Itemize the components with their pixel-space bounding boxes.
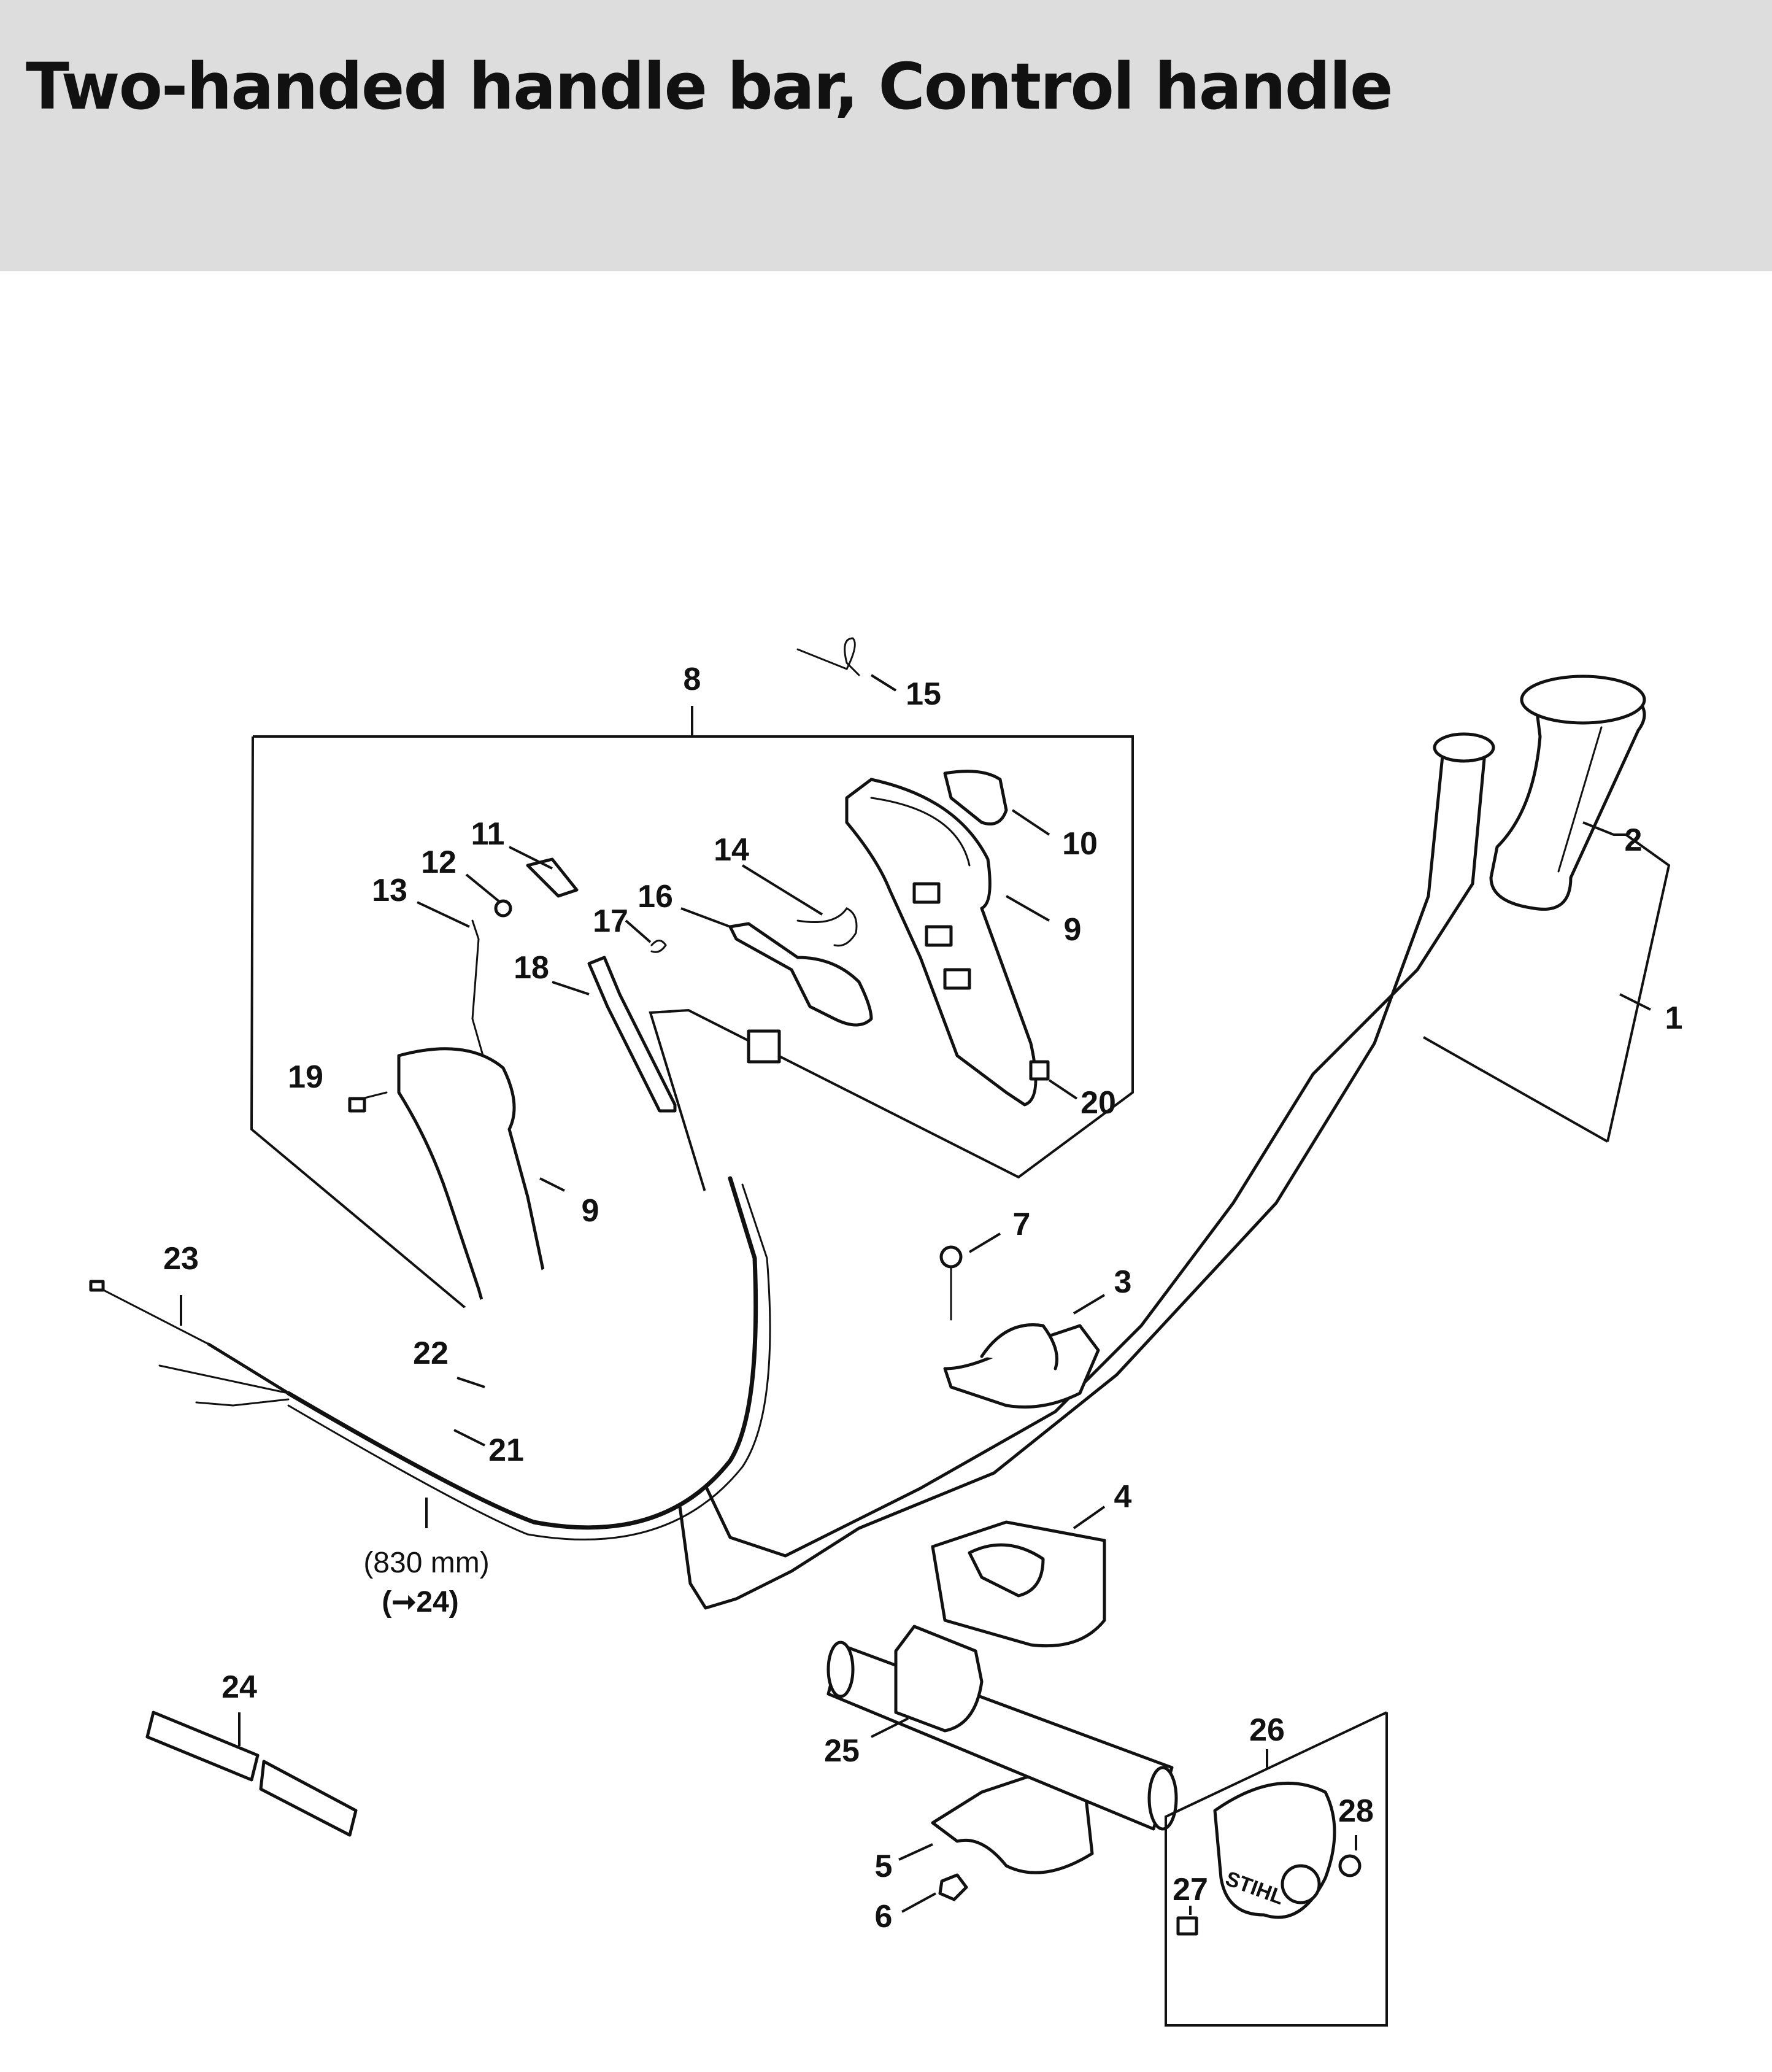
spring-part: [796, 637, 860, 676]
clamp-bottom: [931, 1772, 1094, 1874]
callout-3: 3: [1114, 1264, 1132, 1300]
header-bar: Two-handed handle bar, Control handle: [0, 0, 1772, 271]
screw-19: [348, 1097, 366, 1113]
clamp-lower-block: [931, 1520, 1106, 1648]
lever-part: [587, 956, 677, 1113]
callout-18: 18: [514, 950, 549, 986]
callout-24: 24: [222, 1669, 257, 1705]
callout-5: 5: [875, 1849, 893, 1884]
callout-17: 17: [593, 903, 628, 939]
grip-part: [1489, 675, 1646, 911]
callout-8: 8: [684, 662, 701, 697]
housing-half-right: [845, 778, 1038, 1107]
nut-part: [1029, 1060, 1050, 1081]
callout-23: 23: [163, 1241, 199, 1277]
clamp-upper: [943, 1323, 1100, 1409]
callout-9-left: 9: [582, 1193, 599, 1229]
tube-end-top: [1433, 732, 1495, 763]
callout-12: 12: [421, 845, 456, 880]
callout-11: 11: [471, 816, 505, 852]
switch-part: [747, 1029, 781, 1064]
mount-frame: STIHL: [1165, 1711, 1388, 2027]
callout-21: 21: [488, 1432, 524, 1468]
cable-harness: [89, 1176, 771, 1540]
callout-15: 15: [906, 676, 941, 712]
torsion-spring: [796, 907, 858, 947]
screw-12: [494, 899, 512, 918]
callout-26: 26: [1249, 1712, 1285, 1748]
callout-leaders: [180, 674, 1671, 1915]
callout-7: 7: [1013, 1207, 1031, 1242]
slide-part: [526, 857, 579, 898]
callout-28: 28: [1338, 1793, 1374, 1829]
nut-28: [1338, 1854, 1362, 1877]
callout-10: 10: [1062, 826, 1098, 862]
callout-4: 4: [1114, 1479, 1132, 1515]
callout-6: 6: [875, 1899, 893, 1935]
callout-25: 25: [824, 1733, 860, 1769]
wire-spring: [471, 919, 486, 1063]
callout-labels: 8 15 11 12 13 14 16 17 18 10 9 9 19 20 2…: [163, 662, 1682, 1935]
callout-1: 1: [1665, 1000, 1683, 1036]
callout-20: 20: [1081, 1085, 1116, 1121]
protective-sleeve: [145, 1711, 358, 1837]
grip-top: [1520, 675, 1646, 725]
screw-27: [1176, 1916, 1198, 1936]
page-title: Two-handed handle bar, Control handle: [26, 49, 1393, 124]
cover-part: [943, 770, 1008, 825]
nut-6: [938, 1873, 968, 1901]
small-spring: [650, 940, 667, 953]
callout-27: 27: [1173, 1872, 1208, 1908]
length-note: (830 mm): [363, 1547, 489, 1579]
throttle-trigger: [728, 922, 873, 1027]
callout-2: 2: [1625, 822, 1643, 858]
callout-9-right: 9: [1064, 912, 1082, 948]
reference-note: (➞24): [382, 1586, 459, 1618]
callout-22: 22: [413, 1336, 449, 1371]
callout-19: 19: [288, 1059, 323, 1095]
callout-14: 14: [714, 832, 749, 868]
callout-16: 16: [638, 879, 673, 914]
callout-13: 13: [372, 873, 407, 908]
